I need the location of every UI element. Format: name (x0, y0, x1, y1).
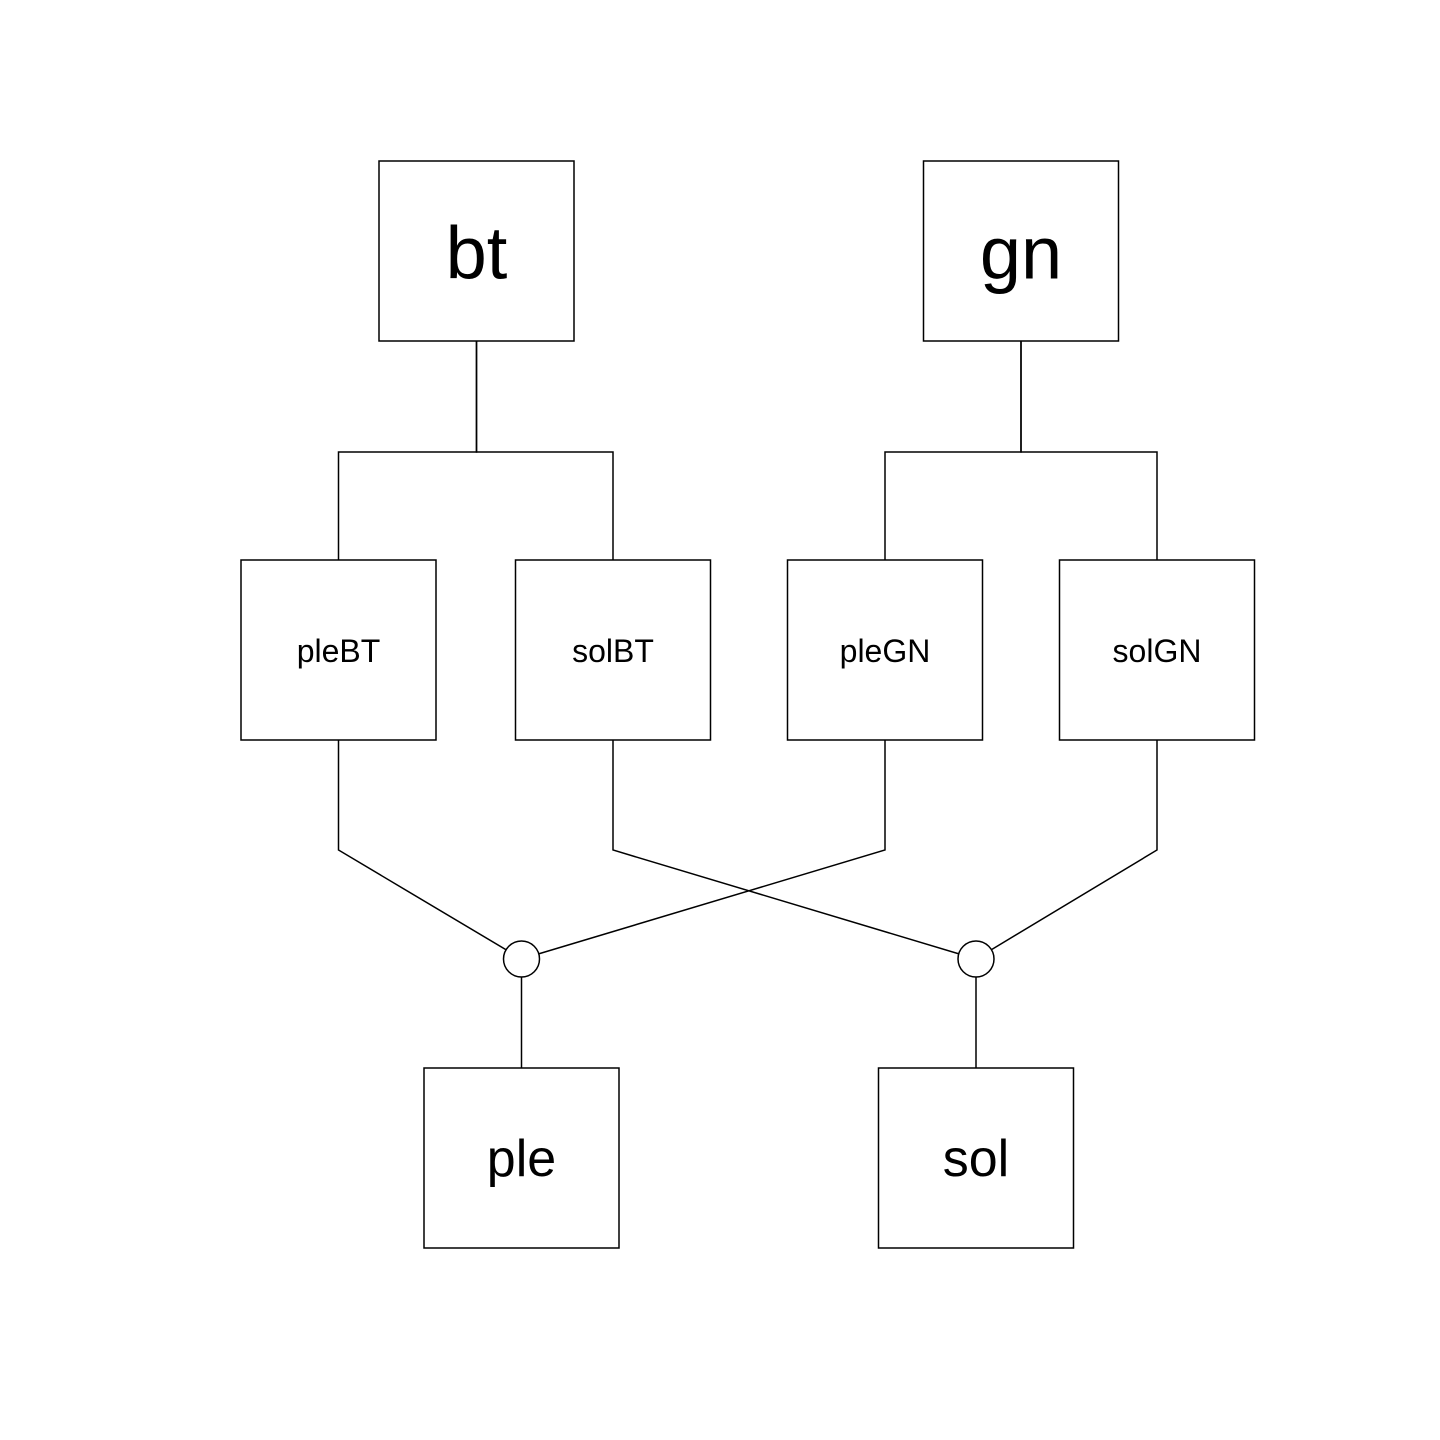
edge-solBT-junction-sol (612, 740, 977, 960)
node-bt-box (378, 160, 575, 342)
node-solGN-box (1058, 559, 1256, 741)
node-sol: sol (877, 1067, 1075, 1249)
node-ple: ple (423, 1067, 620, 1249)
node-sol-label: sol (943, 1130, 1009, 1188)
node-gn-label: gn (980, 212, 1062, 295)
node-bt: bt (378, 160, 575, 342)
node-gn: gn (922, 160, 1120, 342)
edge-pleBT-junction-ple (337, 740, 522, 960)
junction-sol-circle (957, 940, 995, 978)
node-pleBT-box (240, 559, 437, 741)
node-solBT: solBT (514, 559, 712, 741)
edge-pleGN-junction-ple (521, 740, 886, 960)
node-solBT-box (514, 559, 712, 741)
node-pleBT-label: pleBT (297, 633, 381, 669)
node-ple-box (423, 1067, 620, 1249)
node-ple-label: ple (487, 1130, 556, 1188)
node-sol-box (877, 1067, 1075, 1249)
node-solBT-label: solBT (572, 633, 654, 669)
node-pleGN-box (786, 559, 984, 741)
node-solGN: solGN (1058, 559, 1256, 741)
node-solGN-label: solGN (1113, 633, 1202, 669)
edge-bt-solBT (475, 341, 614, 560)
edge-gn-pleGN (884, 341, 1022, 560)
node-pleGN-label: pleGN (840, 633, 931, 669)
junction-ple-circle (502, 940, 541, 978)
node-pleGN: pleGN (786, 559, 984, 741)
node-bt-label: bt (446, 212, 508, 295)
edge-bt-pleBT (337, 341, 478, 560)
edge-gn-solGN (1020, 341, 1158, 560)
node-gn-box (922, 160, 1120, 342)
node-pleBT: pleBT (240, 559, 437, 741)
edge-solGN-junction-sol (975, 740, 1158, 960)
